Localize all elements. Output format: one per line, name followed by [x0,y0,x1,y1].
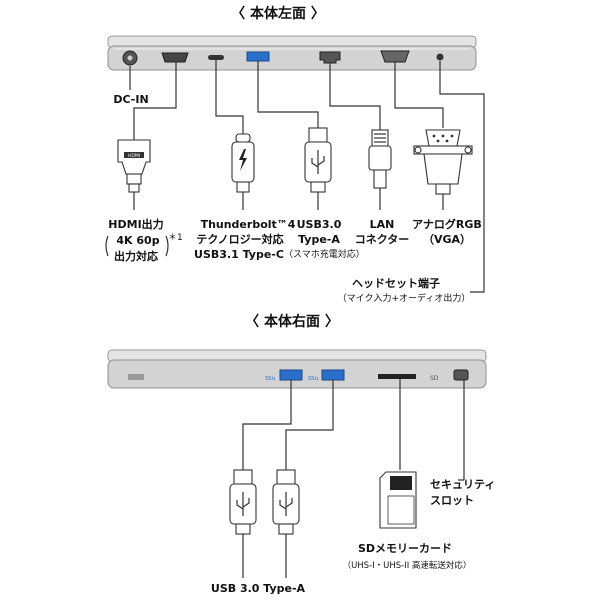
svg-text:コネクター: コネクター [355,233,410,246]
usb-c-port [208,55,224,60]
security-slot [453,369,469,381]
svg-text:USB3.0: USB3.0 [297,218,342,231]
usb-a-port-right-1 [279,369,303,381]
svg-text:USB3.1 Type-C: USB3.1 Type-C [194,248,284,261]
lan-label: LAN コネクター [355,218,410,246]
svg-text:スロット: スロット [430,494,474,507]
usb-a-plug-icon [229,469,257,578]
hdmi-footnote: ＊1 [168,233,183,243]
svg-text:SDメモリーカード: SDメモリーカード [358,542,452,555]
svg-text:HDMI出力: HDMI出力 [108,217,163,231]
svg-text:（UHS-I・UHS-II 高速転送対応）: （UHS-I・UHS-II 高速転送対応） [343,560,472,571]
svg-text:（マイク入力+オーディオ出力）: （マイク入力+オーディオ出力） [338,292,471,304]
vga-label: アナログRGB （VGA） [412,217,482,246]
svg-text:出力対応: 出力対応 [114,249,158,263]
headset-port [436,53,444,61]
svg-text:Thunderbolt™4: Thunderbolt™4 [201,218,296,231]
svg-text:アナログRGB: アナログRGB [412,217,482,231]
right-leader-lines [242,379,465,481]
lan-port [319,51,341,64]
hdmi-plug-icon: HDMI [117,139,151,210]
svg-text:（スマホ充電対応）: （スマホ充電対応） [284,248,365,260]
svg-text:（VGA）: （VGA） [423,233,471,246]
svg-text:SS⇆: SS⇆ [308,376,319,382]
svg-text:LAN: LAN [370,218,395,231]
svg-text:セキュリティ: セキュリティ [430,478,495,491]
headset-label: ヘッドセット端子 （マイク入力+オーディオ出力） [338,276,471,304]
sd-slot [378,374,416,379]
left-side-title: 〈 本体左面 〉 [231,5,325,22]
sd-card-icon [379,471,417,529]
svg-text:テクノロジー対応: テクノロジー対応 [196,232,283,246]
laptop-right-edge: SS⇆ SS⇆ SD [107,349,487,389]
usb-a-plug-icon [272,469,300,578]
usb-a-left-label: USB3.0 Type-A [297,218,342,246]
vga-plug-icon [413,129,473,210]
laptop-left-edge [107,35,477,71]
hdmi-port [161,52,189,63]
svg-text:SD: SD [430,375,439,382]
svg-text:4K 60p: 4K 60p [116,234,159,247]
svg-text:Type-A: Type-A [298,233,340,246]
usb-a-port-right-2 [321,369,345,381]
sd-label: SDメモリーカード （UHS-I・UHS-II 高速転送対応） [343,542,472,571]
svg-text:HDMI: HDMI [128,153,140,159]
svg-text:ヘッドセット端子: ヘッドセット端子 [352,276,440,290]
right-side-title: 〈 本体右面 〉 [245,313,339,330]
svg-text:SS⇆: SS⇆ [265,376,276,382]
usb-a-plug-icon [304,127,332,210]
usb-a-port-left [246,51,270,62]
rj45-plug-icon [368,129,392,210]
left-leader-lines [129,60,485,293]
usb-a-right-label: USB 3.0 Type-A [211,582,306,595]
hdmi-label: HDMI出力 4K 60p 出力対応 ＊1 [105,217,183,263]
security-slot-label: セキュリティ スロット [430,478,495,507]
vga-port [380,50,410,63]
usb-c-plug-icon [231,133,255,210]
thunderbolt-label: Thunderbolt™4 テクノロジー対応 USB3.1 Type-C （スマ… [194,218,365,261]
dc-in-label: DC-IN [113,93,148,106]
